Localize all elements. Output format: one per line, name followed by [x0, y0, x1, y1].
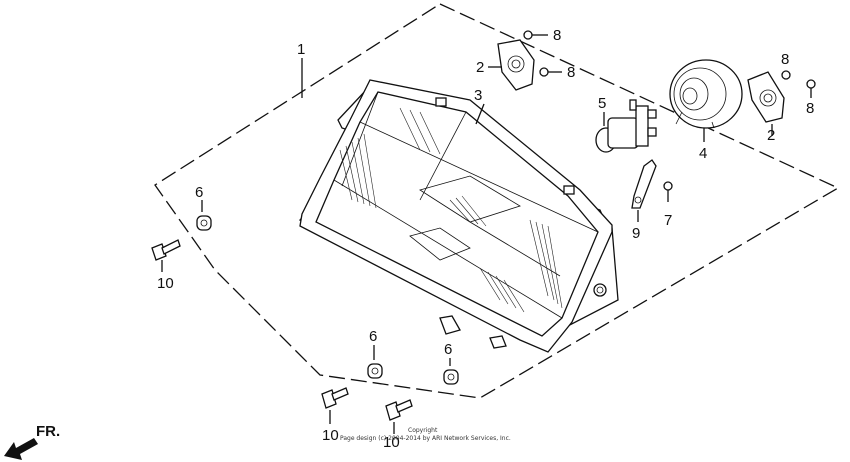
screw-8-b[interactable]: [539, 67, 562, 77]
headlight-plate-right[interactable]: [747, 71, 785, 123]
callout-6-c[interactable]: 6: [444, 341, 452, 358]
callout-4[interactable]: 4: [699, 145, 707, 162]
bulb-socket-cover[interactable]: [669, 59, 743, 129]
copyright-line-2: Page design (c) 2004-2014 by ARI Network…: [340, 435, 511, 442]
callout-8-b[interactable]: 8: [567, 64, 575, 81]
callout-9[interactable]: 9: [632, 225, 640, 242]
bulb-bracket[interactable]: [631, 159, 657, 209]
bolt-10-c[interactable]: [385, 399, 413, 421]
callout-7[interactable]: 7: [664, 212, 672, 229]
screw-7[interactable]: [663, 181, 673, 202]
callout-2-right[interactable]: 2: [767, 127, 775, 144]
callout-10-a[interactable]: 10: [157, 275, 174, 292]
screw-8-c[interactable]: [781, 70, 791, 80]
callout-2-left[interactable]: 2: [476, 59, 484, 76]
grommet-6-c[interactable]: [443, 369, 459, 385]
callout-6-a[interactable]: 6: [195, 184, 203, 201]
grommet-6-a[interactable]: [196, 215, 212, 231]
callout-5[interactable]: 5: [598, 95, 606, 112]
bolt-10-a[interactable]: [151, 239, 181, 261]
callout-8-a[interactable]: 8: [553, 27, 561, 44]
bolt-10-b[interactable]: [321, 387, 349, 409]
assembly-boundary: [154, 3, 840, 399]
headlight-bulb[interactable]: [595, 99, 657, 153]
callout-6-b[interactable]: 6: [369, 328, 377, 345]
callout-8-d[interactable]: 8: [806, 100, 814, 117]
screw-8-a[interactable]: [523, 30, 548, 40]
grommet-6-b[interactable]: [367, 363, 383, 379]
headlight-plate-left[interactable]: [497, 39, 535, 91]
callout-10-b[interactable]: 10: [322, 427, 339, 444]
screw-8-d[interactable]: [806, 79, 816, 98]
headlight-case[interactable]: [298, 79, 619, 353]
front-direction-arrow-icon: [4, 438, 38, 460]
copyright-line-1: Copyright: [408, 427, 438, 434]
callout-8-c[interactable]: 8: [781, 51, 789, 68]
front-direction-label: FR.: [36, 423, 60, 440]
callout-10-c[interactable]: 10: [383, 434, 400, 451]
callout-1[interactable]: 1: [297, 41, 305, 58]
callout-3[interactable]: 3: [474, 87, 482, 104]
